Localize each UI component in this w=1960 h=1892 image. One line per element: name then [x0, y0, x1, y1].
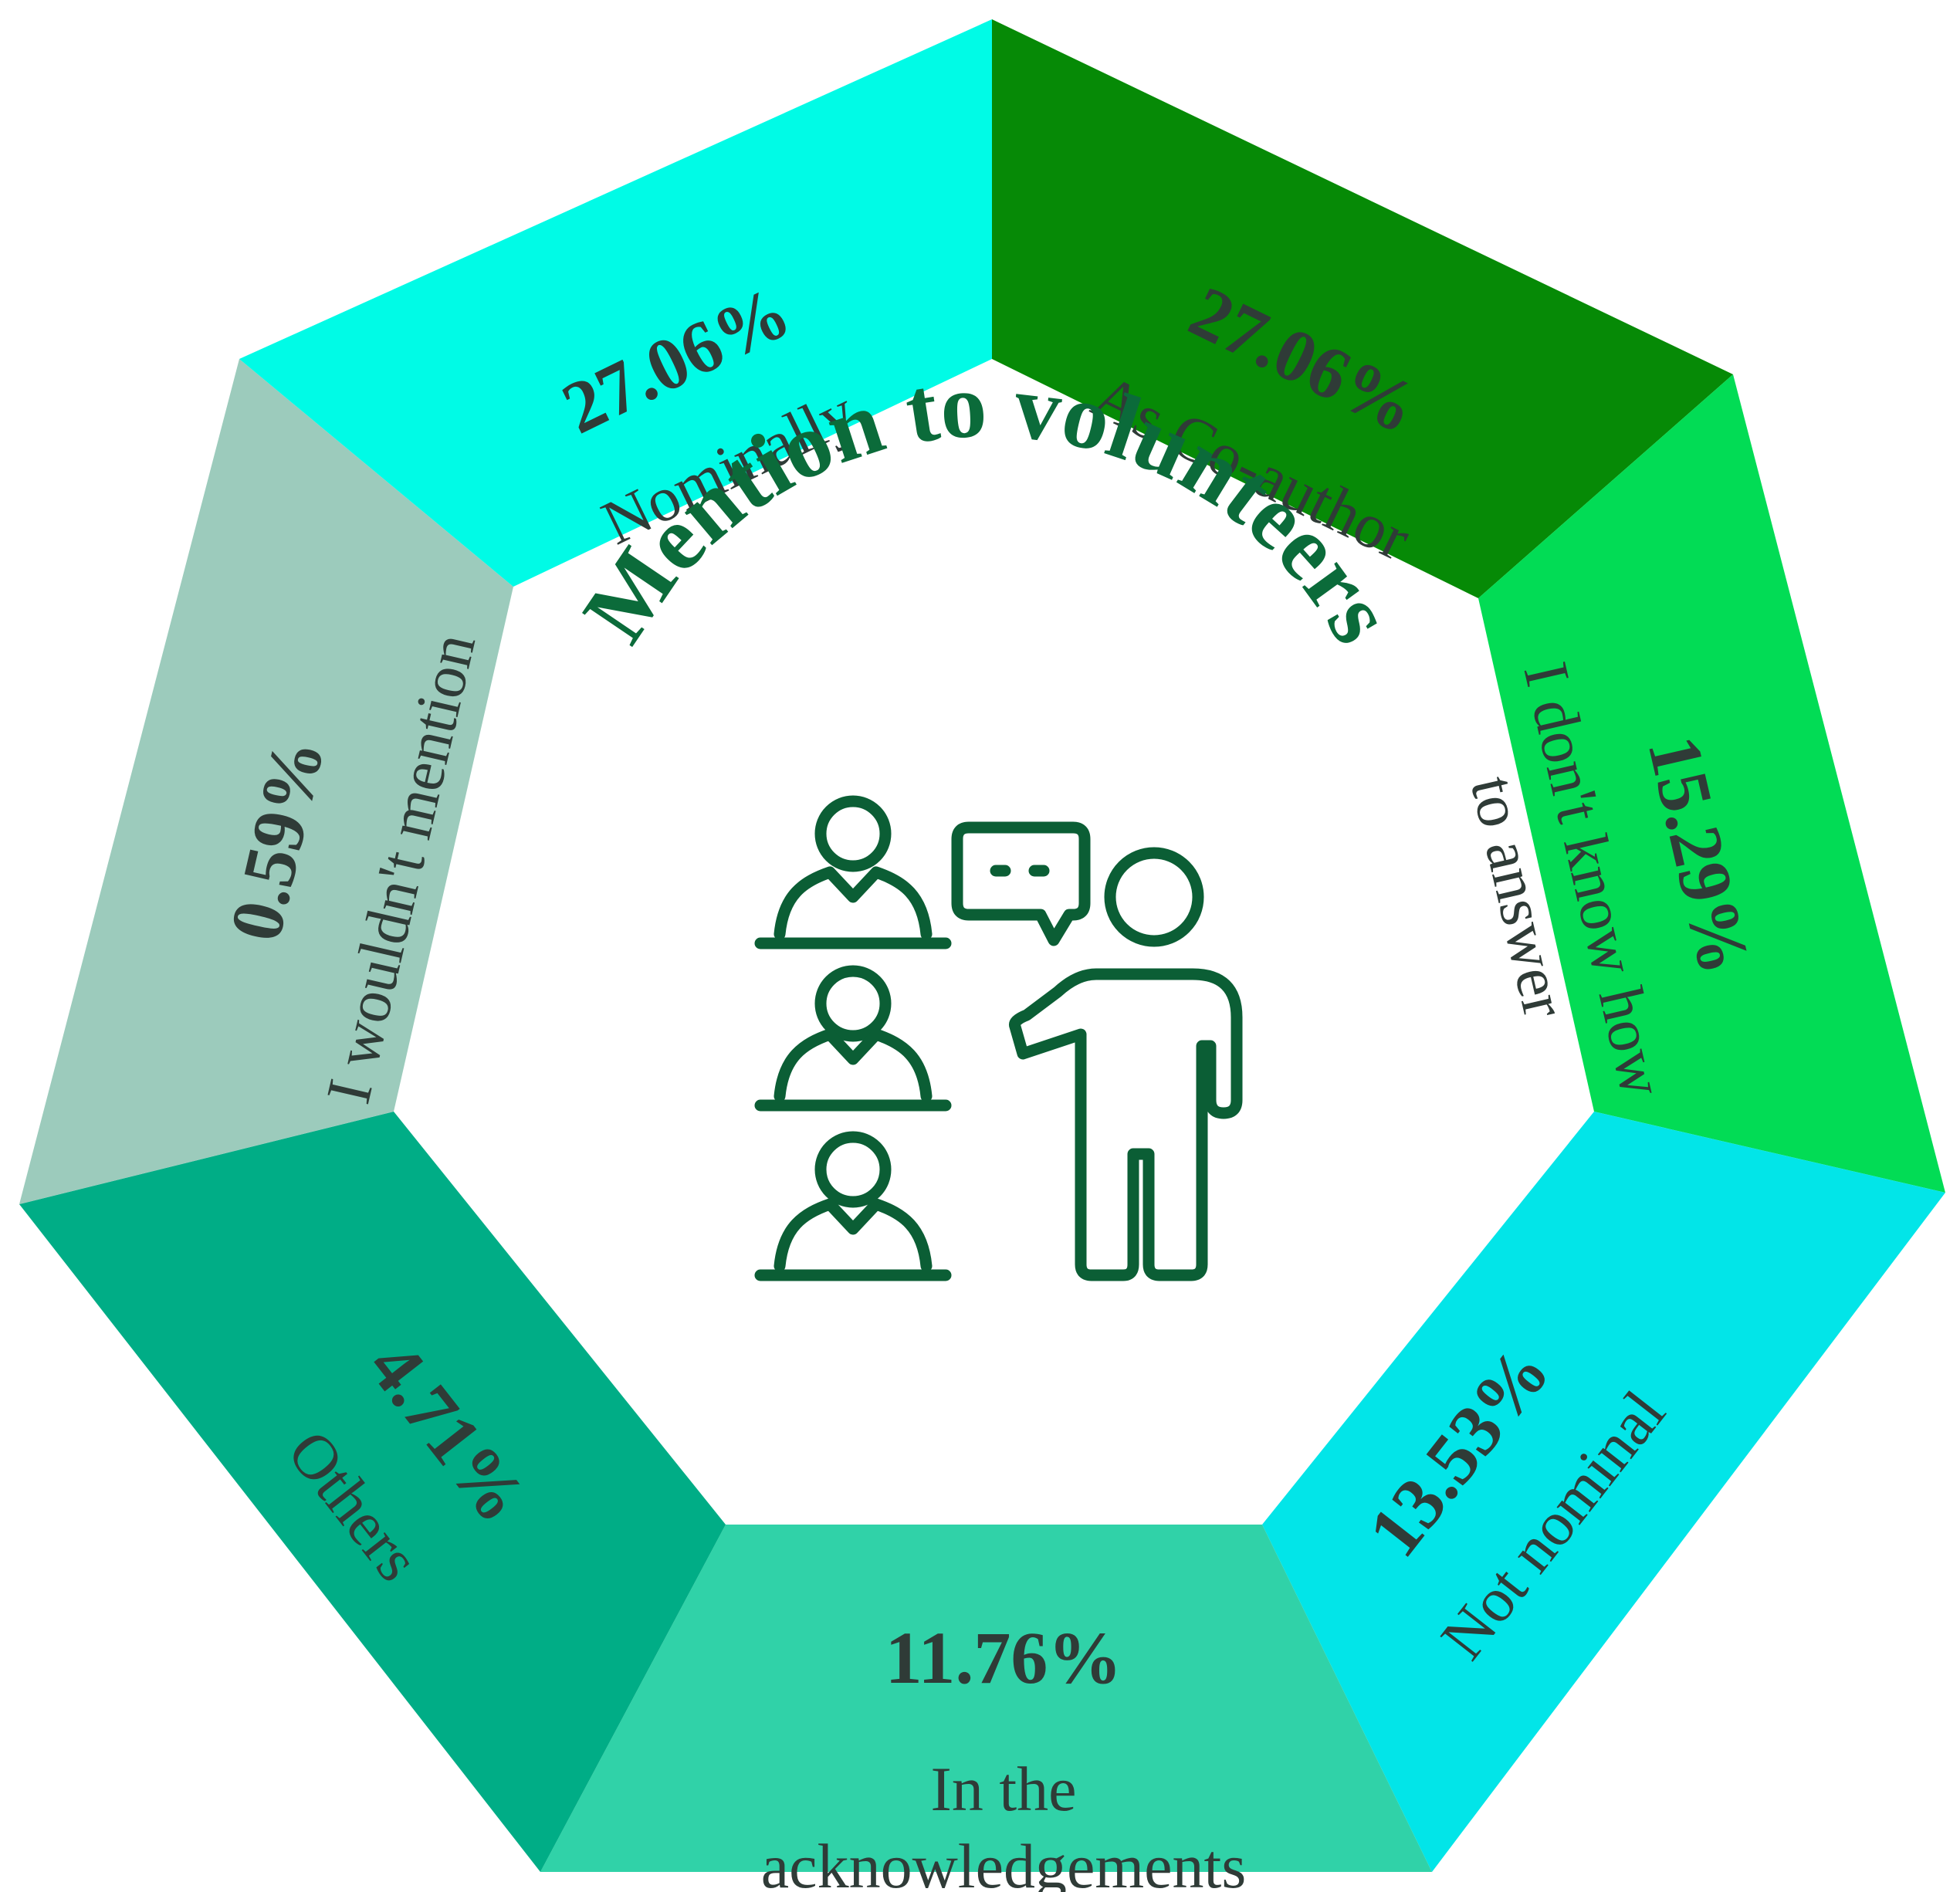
segment-acknowledgements	[19, 1112, 726, 1872]
student-icon	[754, 1131, 952, 1281]
segment-percent: 11.76%	[885, 1616, 1122, 1699]
segment-label-acknowledgements: 11.76% In the acknowledgements	[761, 1616, 1246, 1892]
segment-as-co-author	[1478, 374, 1945, 1193]
segment-wouldnt-mention	[239, 19, 992, 587]
teacher-icon	[1009, 847, 1243, 1281]
teacher-with-students-icon	[754, 795, 1243, 1281]
segment-label-line: In the	[931, 1754, 1077, 1824]
student-icon	[754, 965, 952, 1112]
segment-dont-know	[1262, 1112, 1945, 1872]
speech-bubble-icon	[951, 821, 1091, 946]
segment-nominally	[992, 19, 1733, 598]
student-icon	[754, 795, 952, 949]
segment-not-nominal	[540, 1525, 1432, 1872]
segment-label-line: acknowledgements	[761, 1831, 1246, 1892]
segments-layer	[19, 19, 1945, 1872]
segment-others	[19, 359, 513, 1204]
